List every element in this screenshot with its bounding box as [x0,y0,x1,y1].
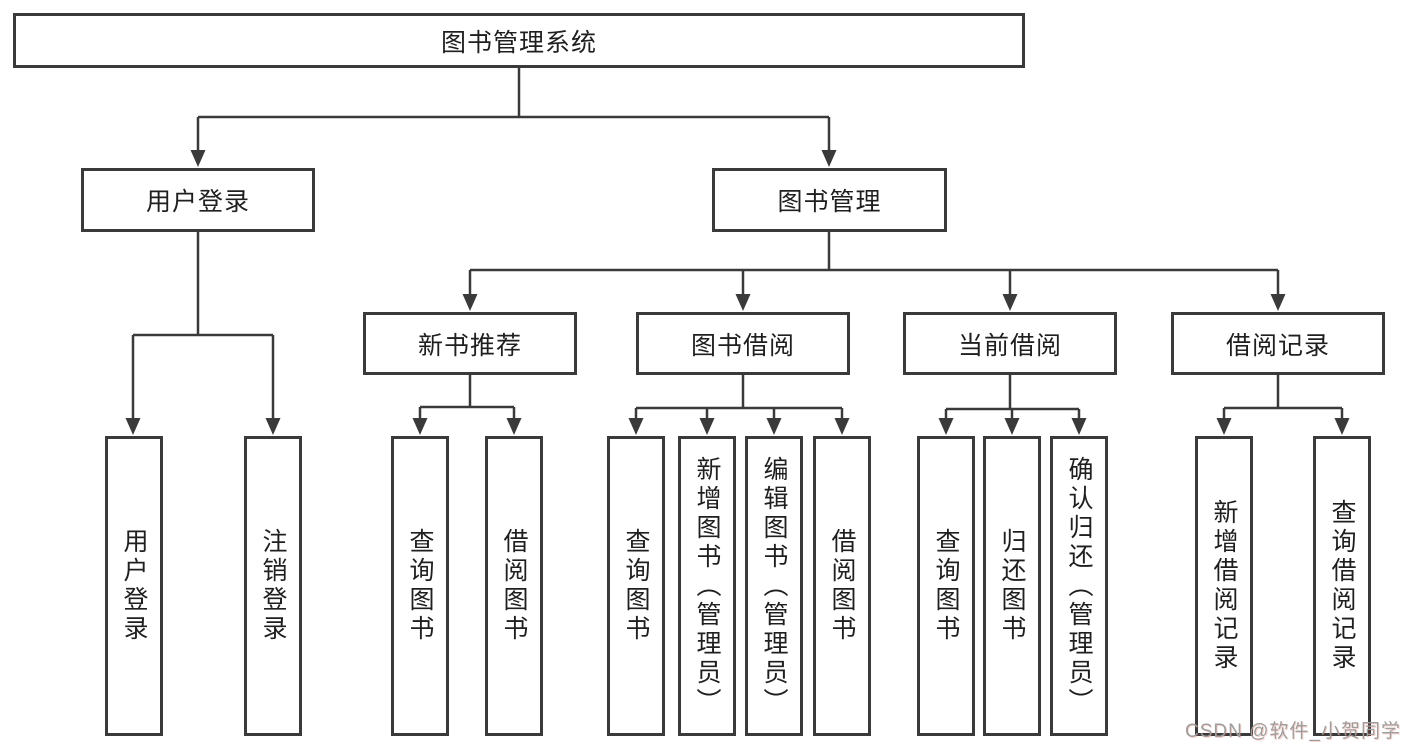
node-current-borrowing: 当前借阅 [903,312,1117,375]
arrow-down-icon [938,418,954,435]
arrow-down-icon [628,418,644,435]
arrow-down-icon [1004,418,1020,435]
node-logout: 注销登录 [244,436,302,736]
connector-records-to-children [1222,375,1344,420]
node-add-books-admin: 新增图书（管理员） [678,436,736,736]
node-query-books-recommend: 查询图书 [391,436,449,736]
arrow-down-icon [125,418,141,435]
node-book-borrowing: 图书借阅 [636,312,850,375]
connector-bookmgmt-to-level3 [468,232,1280,296]
arrow-down-icon [506,418,522,435]
node-borrowing-records: 借阅记录 [1171,312,1385,375]
arrow-down-icon [1002,294,1018,311]
arrow-down-icon [1270,294,1286,311]
node-book-management: 图书管理 [712,168,947,232]
connector-root-to-level2 [196,68,831,152]
watermark: CSDN @软件_小贺同学 [1185,721,1401,742]
connector-login-to-children [131,232,275,420]
node-query-borrow-record: 查询借阅记录 [1313,436,1371,736]
node-confirm-return-admin: 确认归还（管理员） [1050,436,1108,736]
arrow-down-icon [1071,418,1087,435]
arrow-down-icon [766,418,782,435]
node-edit-books-admin: 编辑图书（管理员） [745,436,803,736]
node-return-books: 归还图书 [983,436,1041,736]
arrow-down-icon [821,150,837,167]
arrow-down-icon [735,294,751,311]
node-borrow-books-recommend: 借阅图书 [485,436,543,736]
arrow-down-icon [412,418,428,435]
arrowheads [125,150,1350,435]
node-query-books-current: 查询图书 [917,436,975,736]
arrow-down-icon [190,150,206,167]
connector-current-to-children [944,375,1081,420]
arrow-down-icon [1216,418,1232,435]
node-user-login: 用户登录 [81,168,315,232]
node-query-books-borrow: 查询图书 [607,436,665,736]
node-borrow-books: 借阅图书 [813,436,871,736]
node-new-book-recommend: 新书推荐 [363,312,577,375]
arrow-down-icon [834,418,850,435]
connector-borrow-to-children [634,375,844,420]
arrow-down-icon [265,418,281,435]
node-root: 图书管理系统 [13,13,1025,68]
arrow-down-icon [699,418,715,435]
arrow-down-icon [1334,418,1350,435]
arrow-down-icon [462,294,478,311]
node-add-borrow-record: 新增借阅记录 [1195,436,1253,736]
connector-recommend-to-children [418,375,516,420]
node-login: 用户登录 [105,436,163,736]
